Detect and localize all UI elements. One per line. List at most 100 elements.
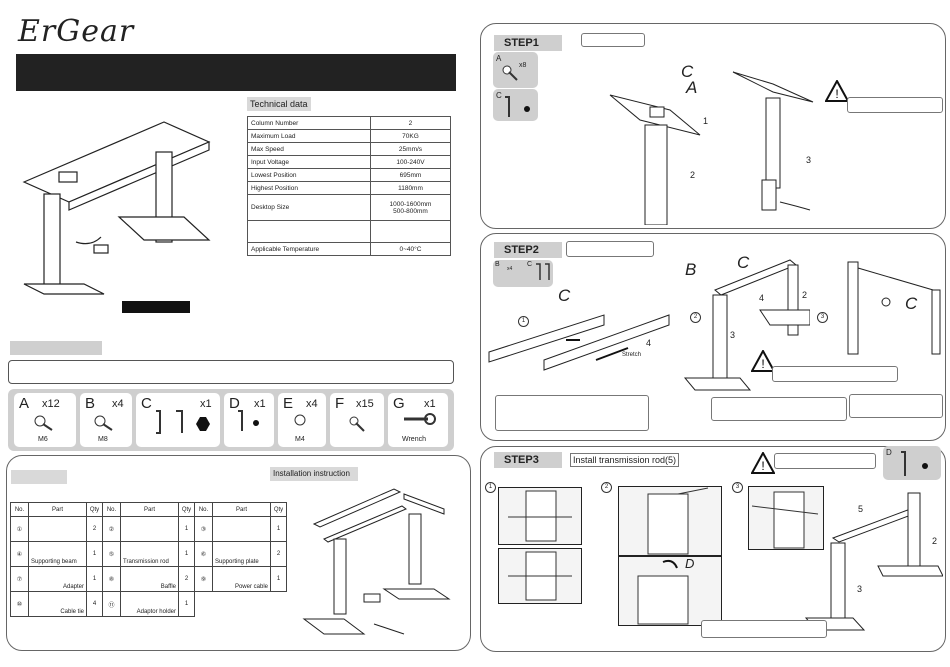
section-heading-bar (10, 341, 102, 355)
warning-icon: ! (751, 452, 775, 474)
brand-logo: ErGear (18, 14, 135, 49)
parts-panel (6, 455, 471, 651)
svg-text:!: ! (761, 357, 764, 371)
step3-sub-3: 3 (732, 482, 743, 493)
step2-callout: 3 (730, 330, 736, 340)
svg-text:!: ! (761, 459, 764, 473)
step3-photo-1b (498, 548, 582, 604)
step1-panel (480, 23, 946, 229)
step2-detail-illustration (847, 261, 941, 355)
hex-key-icon (536, 263, 550, 280)
model-label (122, 301, 190, 313)
hex-key-icon (505, 96, 530, 117)
step3-note-box (701, 620, 827, 638)
step3-callout: 3 (857, 584, 863, 594)
hex-key-icon (901, 451, 928, 476)
step2-beam-illustration (488, 314, 670, 371)
step1-hardware-a: A x8 (493, 52, 538, 88)
step2-warning-box (772, 366, 898, 382)
step2-label: STEP2 (494, 242, 562, 258)
step3-photo-3 (748, 486, 824, 550)
screw-icon (294, 414, 306, 426)
step1-column-illustration-a (609, 94, 701, 225)
screw-icon (502, 65, 518, 81)
exploded-parts-illustration (302, 488, 451, 635)
hex-key-icon (238, 410, 259, 431)
step2-frame-illustration (683, 259, 810, 391)
step2-callout: B (685, 260, 697, 279)
step1-callout: 2 (690, 170, 696, 180)
step2-note-box-c (849, 394, 943, 418)
step2-note-box-b (711, 397, 847, 421)
step2-panel (480, 233, 946, 441)
step2-sub-3: 3 (817, 312, 828, 323)
step2-callout: 4 (646, 338, 652, 348)
step3-sub-2: 2 (601, 482, 612, 493)
parts-heading-bar (11, 470, 67, 484)
step3-callout: D (685, 556, 695, 571)
step2-note-box-a (495, 395, 649, 431)
step3-hardware-d: D (883, 446, 941, 480)
step3-title: Install transmission rod(5) (570, 453, 680, 467)
step1-hardware-c: C (493, 89, 538, 121)
step2-sub-2: 2 (690, 312, 701, 323)
step1-callout: C (681, 62, 694, 81)
step3-panel (480, 446, 946, 652)
step1-callout: 3 (806, 155, 812, 165)
step2-callout: C (737, 253, 750, 272)
svg-text:!: ! (835, 87, 838, 101)
step1-callout: A (686, 78, 698, 97)
note-box (8, 360, 454, 384)
warning-icon: ! (751, 350, 775, 372)
screw-icon (94, 415, 113, 431)
step3-callout: 5 (858, 504, 864, 514)
step3-photo-2b (618, 556, 722, 626)
wrench-icon (404, 413, 436, 425)
step3-frame-illustration (804, 492, 943, 631)
tech-data-title: Technical data (247, 97, 311, 111)
step1-callout: 1 (703, 116, 709, 126)
step1-label: STEP1 (494, 35, 562, 51)
step2-callout: C (558, 286, 571, 305)
title-banner (16, 54, 456, 91)
screw-icon (349, 416, 365, 432)
step2-callout: C (905, 294, 918, 313)
step1-caption-box (581, 33, 645, 47)
step2-callout: 4 (759, 293, 765, 303)
step3-sub-1: 1 (485, 482, 496, 493)
step3-photo-1a (498, 487, 582, 545)
desk-frame-illustration (22, 121, 211, 295)
step2-callout: 2 (802, 290, 808, 300)
hex-key-icon (156, 410, 210, 434)
step2-hardware: B x4 C (493, 260, 553, 287)
install-title: Installation instruction (270, 467, 358, 481)
step1-warning-box (847, 97, 943, 113)
step2-sub-1: 1 (518, 316, 529, 327)
stretch-label: Stretch (622, 352, 642, 358)
step3-callout: 2 (932, 536, 938, 546)
table-row (247, 220, 452, 243)
warning-icon: ! (825, 80, 849, 102)
